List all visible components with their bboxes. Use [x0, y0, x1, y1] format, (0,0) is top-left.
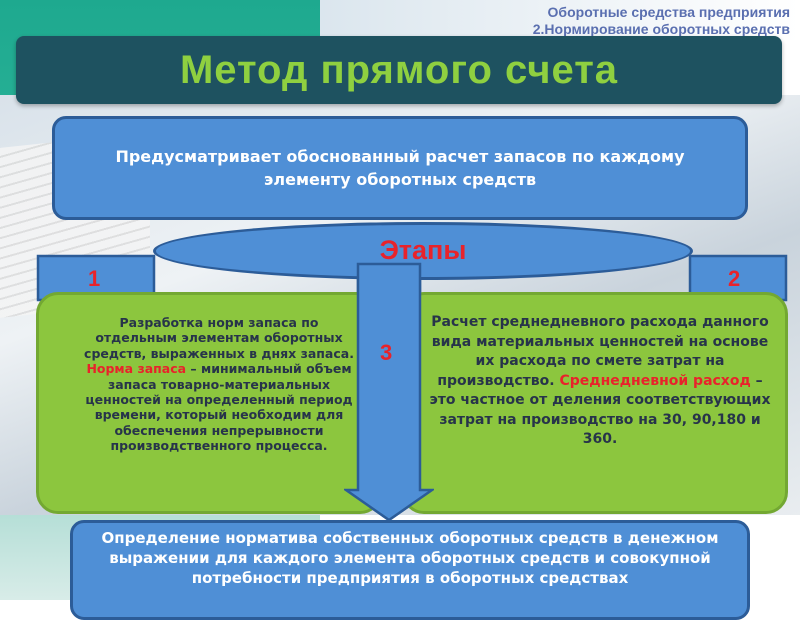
- top-description-text: Предусматривает обоснованный расчет запа…: [115, 147, 685, 189]
- title-bar: Метод прямого счета: [16, 36, 782, 104]
- header-line-2: 2.Нормирование оборотных средств: [532, 21, 790, 37]
- stage-number-2: 2: [728, 266, 741, 291]
- stage-1-intro: Разработка норм запаса по отдельным элем…: [84, 315, 354, 361]
- arrow-stage-3-front: [344, 262, 434, 522]
- stage-2-box: Расчет среднедневного расхода данного ви…: [402, 292, 788, 514]
- stage-2-term: Среднедневной расход: [559, 372, 751, 389]
- arrow-stage-2-icon: [688, 254, 788, 302]
- bottom-description-text: Определение норматива собственных оборот…: [101, 529, 719, 587]
- header-line-1: Оборотные средства предприятия: [547, 4, 790, 20]
- stage-number-3: 3: [380, 340, 393, 365]
- stages-ellipse: Этапы: [153, 222, 693, 280]
- bottom-description-box: Определение норматива собственных оборот…: [70, 520, 750, 620]
- stage-1-definition: – минимальный объем запаса товарно-матер…: [85, 361, 353, 454]
- top-description-box: Предусматривает обоснованный расчет запа…: [52, 116, 748, 220]
- stages-label: Этапы: [379, 235, 467, 265]
- stage-1-box: Разработка норм запаса по отдельным элем…: [36, 292, 382, 514]
- stage-2-definition: – это частное от деления соответствующих…: [429, 372, 771, 448]
- stage-number-1: 1: [88, 266, 101, 291]
- slide-title: Метод прямого счета: [179, 47, 619, 92]
- background-top-strip: [320, 0, 800, 40]
- stage-1-term: Норма запаса: [86, 361, 187, 377]
- slide-header: Оборотные средства предприятия 2.Нормиро…: [533, 4, 790, 38]
- stage-2-intro: Расчет среднедневного расхода данного ви…: [431, 314, 769, 389]
